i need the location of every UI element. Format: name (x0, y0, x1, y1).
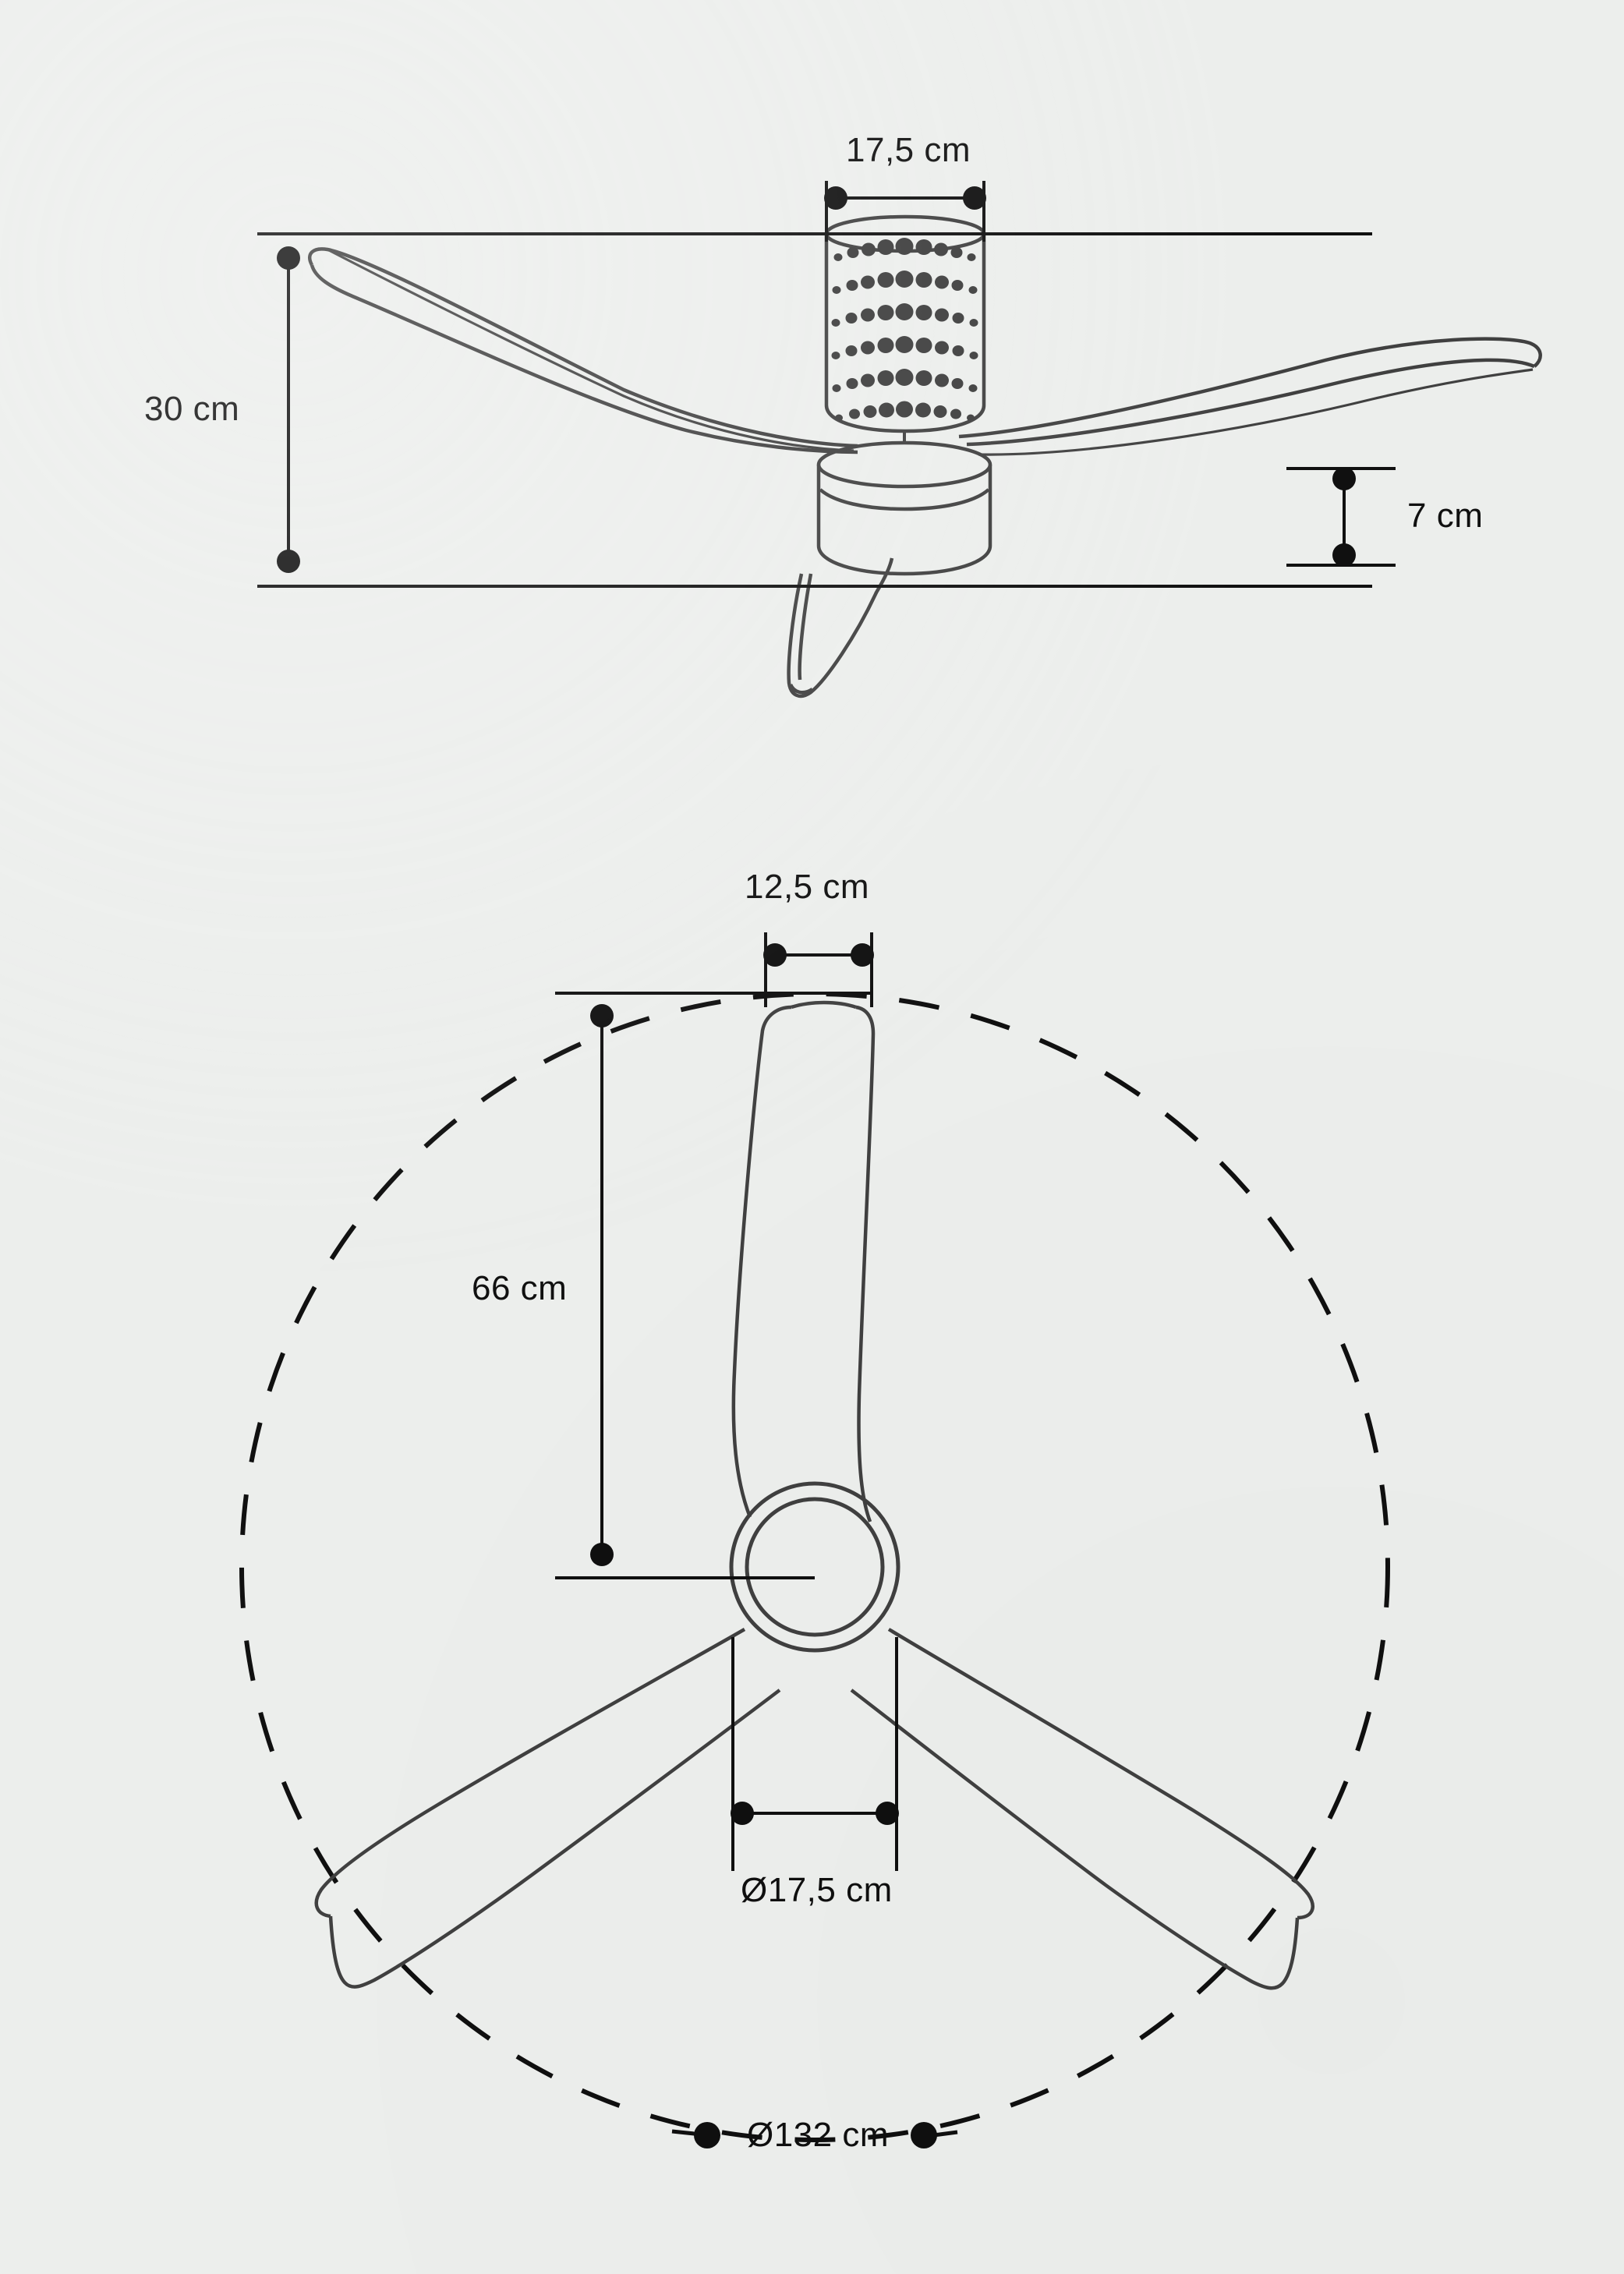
fan-blade-lower-right-plan (850, 1628, 1314, 1990)
dimension-blade-radius-66 (555, 992, 873, 1579)
dimension-dot (590, 1004, 614, 1027)
dimension-dot (851, 943, 874, 967)
dimension-dot (1332, 543, 1356, 567)
side-elevation-view (257, 181, 1542, 698)
dashed-sweep-circle (239, 992, 1390, 2142)
motor-hub-side (816, 431, 992, 576)
dimension-hub-diameter-175 (731, 1637, 899, 1871)
dimension-dot (731, 1802, 754, 1825)
bottom-plan-view (239, 932, 1390, 2148)
dimension-sweep-diameter-132 (671, 2122, 958, 2148)
dimension-dot (963, 186, 986, 210)
dimension-motor-width-175 (824, 181, 986, 242)
fan-blade-right-side (958, 337, 1542, 456)
fan-blade-front-side (787, 557, 894, 698)
hub-inner-ring (745, 1497, 885, 1637)
dimension-label-hub-diameter-175: Ø17,5 cm (741, 1871, 893, 1909)
dimension-label-motor-width-175: 17,5 cm (846, 131, 971, 169)
dimension-dot (277, 246, 300, 270)
perforation-dot-grid (831, 238, 978, 422)
dimension-dot (1332, 467, 1356, 490)
dimension-label-height-30: 30 cm (144, 390, 240, 428)
fan-blade-lower-left-plan (314, 1628, 781, 1989)
hub-rings-plan (729, 1481, 900, 1653)
dimension-dot (277, 550, 300, 573)
dimension-label-sweep-diameter-132: Ø132 cm (747, 2116, 890, 2154)
fan-blade-top-plan (731, 1000, 876, 1522)
dimension-dot (876, 1802, 899, 1825)
perforated-motor-housing (824, 214, 986, 433)
hub-outer-ring (729, 1481, 900, 1653)
dimension-label-blade-radius-66: 66 cm (472, 1269, 568, 1307)
dimension-height-30 (257, 232, 1372, 588)
fan-blade-left-side (307, 247, 858, 454)
dimension-label-hub-top-125: 12,5 cm (745, 868, 870, 906)
dimension-dot (763, 943, 787, 967)
dimension-label-drop-7: 7 cm (1407, 497, 1484, 535)
dimension-dot (911, 2122, 937, 2148)
dimension-drop-7 (1286, 467, 1396, 567)
dimension-dot (824, 186, 847, 210)
dimension-dot (590, 1543, 614, 1566)
dimension-dot (694, 2122, 720, 2148)
